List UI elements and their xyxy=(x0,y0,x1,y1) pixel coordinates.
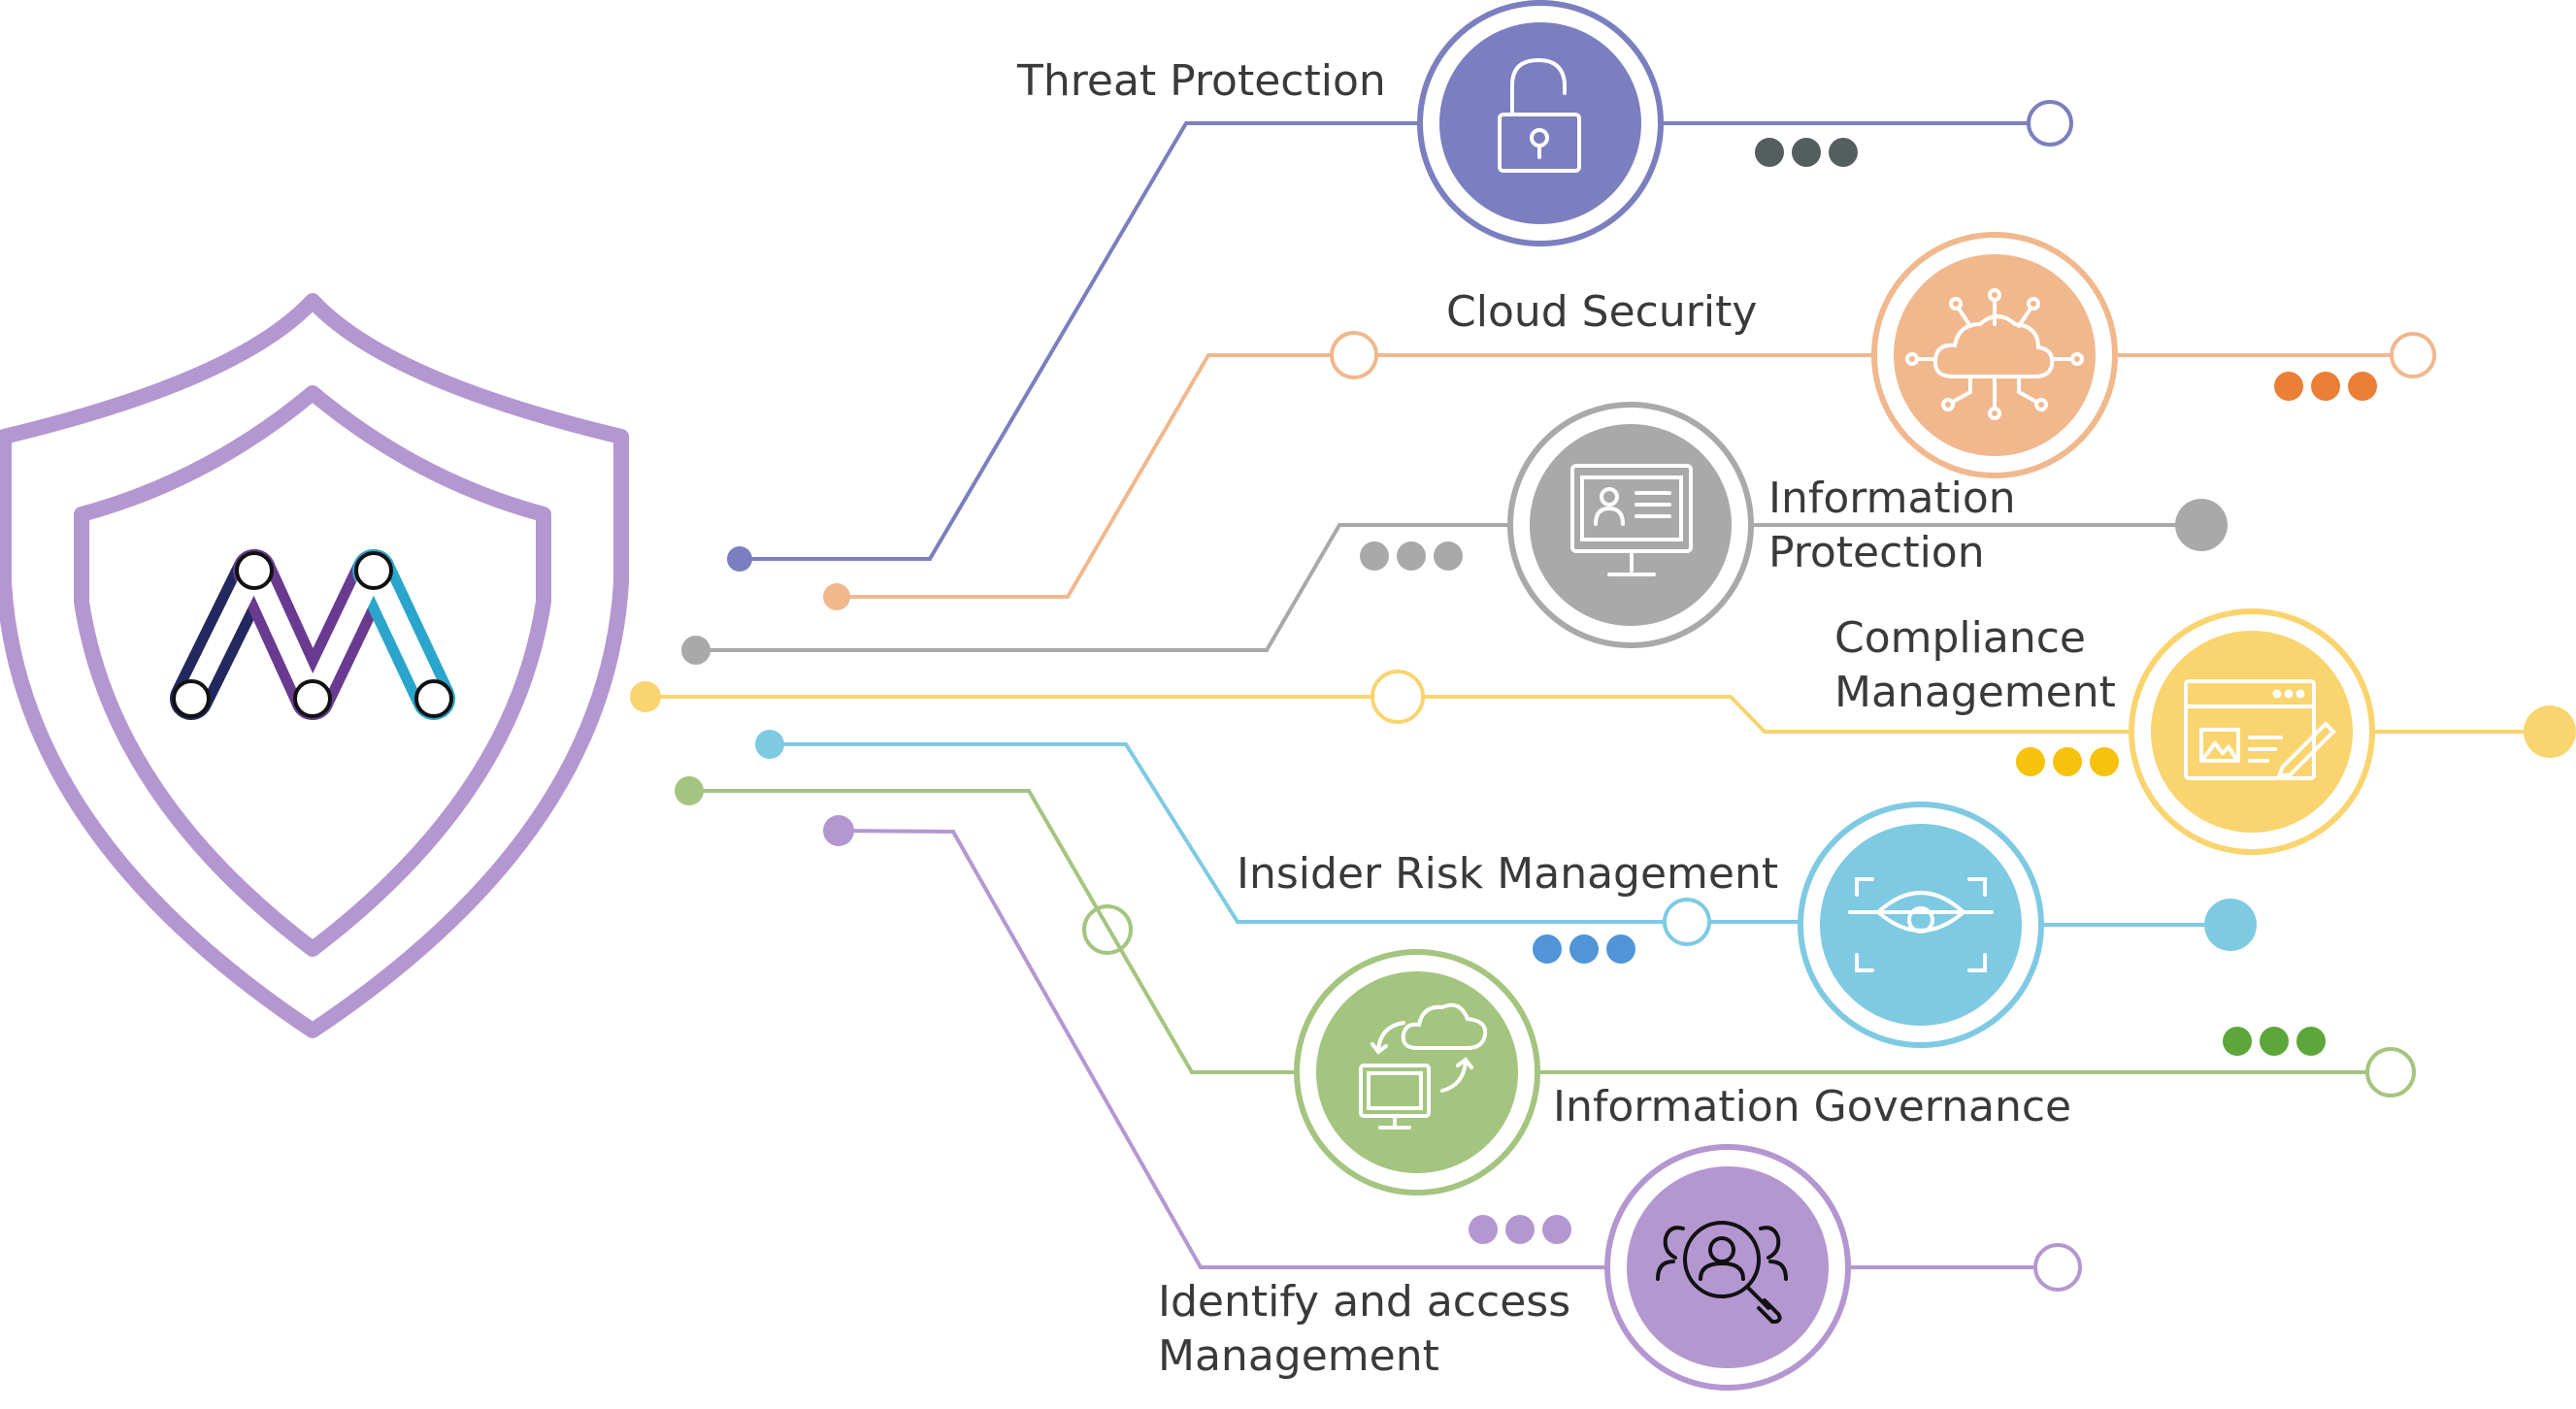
badge-info-protection xyxy=(1507,402,1754,648)
connector-cloud xyxy=(837,353,1873,599)
logo-node xyxy=(354,551,393,590)
shield-outer xyxy=(0,293,629,1038)
start-dot-threat xyxy=(727,546,752,572)
connector-info-protection xyxy=(696,523,1509,652)
label-compliance-management: Compliance Management xyxy=(1834,611,2116,720)
start-dot-info-protection xyxy=(681,636,710,665)
node-governance-left xyxy=(1082,904,1133,955)
end-node-threat xyxy=(2027,100,2073,147)
label-line: Information xyxy=(1768,474,2016,523)
people-search-icon xyxy=(1656,1221,1788,1324)
node-cloud-left xyxy=(1330,331,1378,379)
badge-threat xyxy=(1417,0,1664,246)
dots-info-protection xyxy=(1360,541,1463,571)
eye-scan-icon xyxy=(1848,877,1994,972)
label-line: Management xyxy=(1158,1331,1439,1381)
shield-inner xyxy=(74,385,551,957)
label-line: Protection xyxy=(1768,528,1985,577)
connector-threat xyxy=(740,121,1419,561)
connector-identity xyxy=(838,829,1606,1269)
padlock-open-icon xyxy=(1498,57,1581,173)
label-information-protection: Information Protection xyxy=(1768,472,2016,580)
badge-identity xyxy=(1604,1144,1851,1391)
start-dot-compliance xyxy=(630,681,661,712)
badge-compliance xyxy=(2129,608,2375,855)
dots-identity xyxy=(1469,1215,1571,1244)
start-dot-governance xyxy=(675,776,704,805)
end-node-compliance xyxy=(2524,705,2576,758)
end-node-identity xyxy=(2033,1243,2082,1292)
label-line: Compliance xyxy=(1834,613,2086,663)
cloud-network-icon xyxy=(1905,288,2084,420)
badge-cloud xyxy=(1871,232,2118,478)
label-cloud-security: Cloud Security xyxy=(1446,287,1758,337)
label-threat-protection: Threat Protection xyxy=(1017,56,1386,106)
logo xyxy=(170,549,455,720)
end-node-governance xyxy=(2365,1047,2416,1098)
cloud-sync-monitor-icon xyxy=(1359,1002,1488,1130)
label-line: Management xyxy=(1834,668,2116,717)
dots-insider xyxy=(1533,934,1635,964)
connector-insider xyxy=(770,742,1800,924)
end-node-cloud xyxy=(2390,332,2436,378)
logo-node xyxy=(172,679,211,718)
badge-governance xyxy=(1294,949,1540,1196)
node-insider-left xyxy=(1663,898,1711,946)
node-compliance-left xyxy=(1371,670,1425,724)
shield xyxy=(0,293,629,1038)
end-node-info-protection xyxy=(2175,499,2228,551)
dots-governance xyxy=(2223,1027,2326,1056)
logo-node xyxy=(293,679,332,718)
label-information-governance: Information Governance xyxy=(1553,1082,2072,1131)
dots-cloud xyxy=(2274,372,2377,401)
connector-governance xyxy=(689,789,1296,1074)
label-line: Identify and access xyxy=(1158,1277,1571,1327)
label-insider-risk-management: Insider Risk Management xyxy=(1237,849,1779,899)
browser-edit-icon xyxy=(2184,679,2336,780)
badge-insider xyxy=(1798,802,2044,1048)
end-node-insider xyxy=(2204,899,2257,951)
logo-node xyxy=(414,679,453,718)
label-identify-access-management: Identify and access Management xyxy=(1158,1275,1570,1384)
start-dot-insider xyxy=(755,730,784,759)
dots-threat xyxy=(1755,138,1858,167)
monitor-id-card-icon xyxy=(1570,464,1693,576)
logo-node xyxy=(235,551,274,590)
start-dot-identity xyxy=(823,815,854,846)
start-dot-cloud xyxy=(823,583,850,610)
dots-compliance xyxy=(2016,747,2119,776)
connector-compliance xyxy=(645,695,2135,734)
